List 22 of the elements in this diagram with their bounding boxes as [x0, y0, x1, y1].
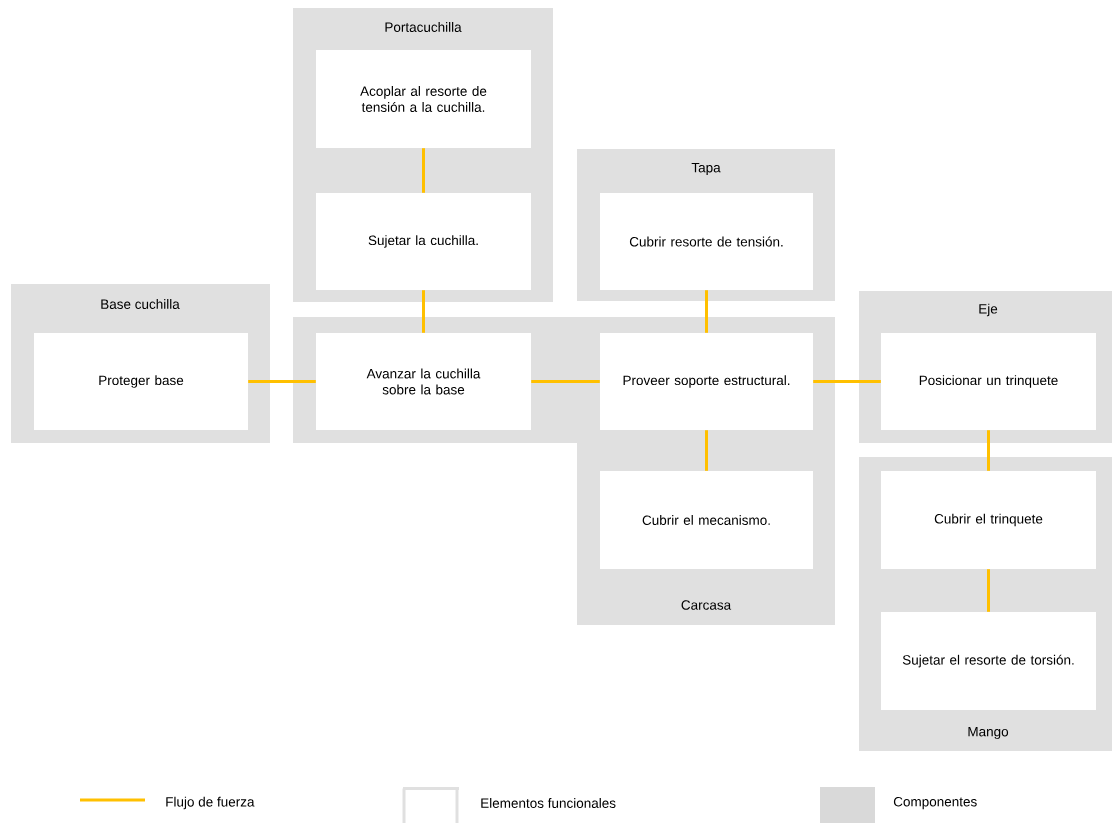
force-line	[987, 569, 990, 612]
force-line	[422, 148, 425, 193]
legend-label: Componentes	[893, 796, 977, 810]
function-box: Sujetar la cuchilla.	[316, 193, 531, 290]
function-box: Cubrir resorte de tensión.	[600, 193, 813, 290]
force-line	[531, 380, 600, 383]
function-box: Proteger base	[34, 333, 248, 430]
function-box: Proveer soporte estructural.	[600, 333, 813, 430]
function-box: Cubrir el trinquete	[881, 471, 1096, 569]
legend-label: Elementos funcionales	[481, 798, 616, 808]
function-box: Acoplar al resorte de tensión a la cuchilla.	[316, 50, 531, 148]
force-line	[248, 380, 316, 383]
force-line	[987, 430, 990, 471]
force-line	[422, 290, 425, 333]
function-box: Sujetar el resorte de torsión.	[881, 612, 1096, 710]
force-line	[705, 290, 708, 333]
function-box: Avanzar la cuchilla sobre la base	[316, 333, 531, 430]
legend-label: Flujo de fuerza	[166, 796, 255, 810]
function-box: Cubrir el mecanismo.	[600, 471, 813, 569]
force-line	[813, 380, 881, 383]
force-line	[705, 430, 708, 471]
function-box: Posicionar un trinquete	[881, 333, 1096, 430]
